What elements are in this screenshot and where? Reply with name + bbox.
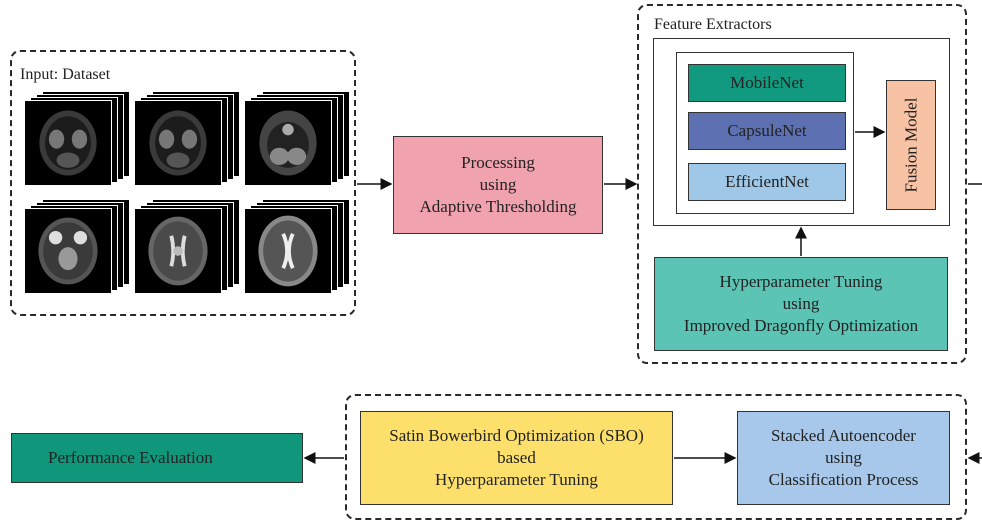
mri-stack-6	[244, 198, 352, 294]
mri-scan-image	[24, 208, 112, 294]
performance-evaluation-box: Performance Evaluation	[11, 433, 303, 483]
classification-group	[345, 394, 967, 520]
input-dataset-label: Input: Dataset	[20, 66, 111, 83]
mri-stack-1	[24, 90, 132, 186]
mri-stack-2	[134, 90, 242, 186]
mri-stack-4	[24, 198, 132, 294]
capsulenet-box: CapsuleNet	[688, 112, 846, 150]
mri-scan-image	[244, 208, 332, 294]
mri-stack-5	[134, 198, 242, 294]
processing-box: Processing using Adaptive Thresholding	[393, 136, 603, 234]
mri-scan-image	[24, 100, 112, 186]
mobilenet-box: MobileNet	[688, 64, 846, 102]
input-dataset-group	[10, 50, 356, 316]
feature-extractors-title: Feature Extractors	[654, 16, 772, 33]
stacked-autoencoder-box: Stacked Autoencoder using Classification…	[737, 411, 950, 505]
feature-extractors-group	[637, 4, 967, 364]
mri-scan-image	[134, 208, 222, 294]
mri-scan-image	[134, 100, 222, 186]
performance-evaluation-label: Performance Evaluation	[48, 447, 213, 467]
efficientnet-box: EfficientNet	[688, 163, 846, 201]
fusion-model-box: Fusion Model	[886, 80, 936, 210]
hyperparameter-tuning-box: Hyperparameter Tuning using Improved Dra…	[654, 257, 948, 351]
sbo-tuning-box: Satin Bowerbird Optimization (SBO) based…	[360, 411, 673, 505]
mri-scan-image	[244, 100, 332, 186]
mri-stack-3	[244, 90, 352, 186]
